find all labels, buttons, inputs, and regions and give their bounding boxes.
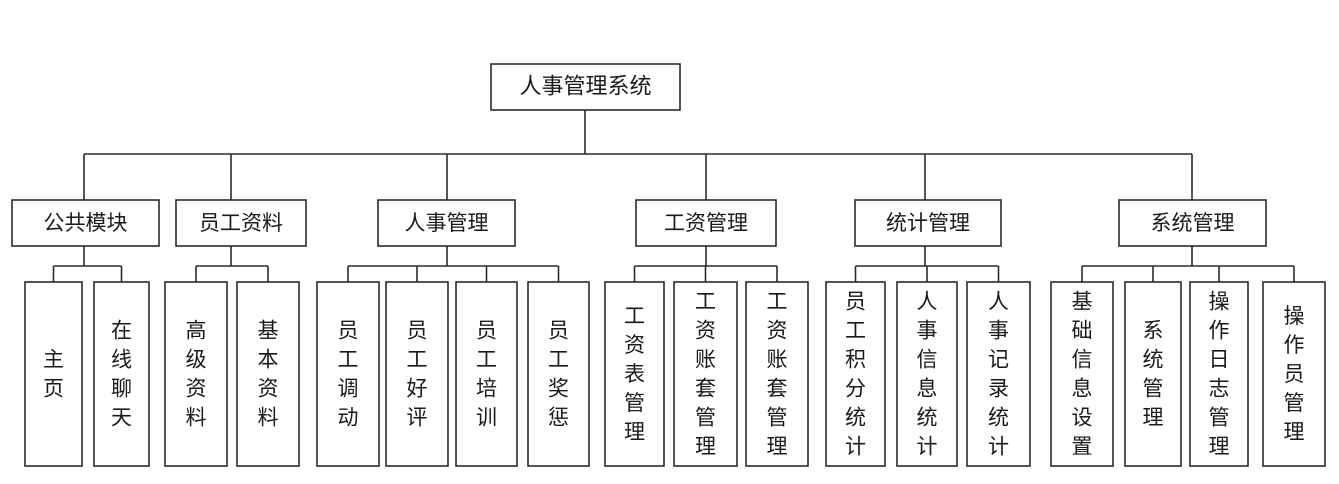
- leaf-box: [1189, 281, 1249, 467]
- leaf-label: 操作日志管理: [1209, 290, 1230, 459]
- leaf-box: [455, 281, 518, 467]
- module-box: [11, 199, 160, 247]
- leaf-box: [1050, 281, 1114, 467]
- leaf-label: 基本资料: [258, 319, 279, 430]
- module-label: 员工资料: [199, 211, 283, 235]
- leaf-label: 主页: [43, 348, 64, 401]
- leaf-label: 员工好评: [407, 319, 428, 430]
- root-box: [490, 63, 681, 111]
- root-label: 人事管理系统: [519, 75, 651, 100]
- module-label: 工资管理: [664, 211, 748, 235]
- leaf-label: 系统管理: [1143, 319, 1164, 430]
- leaf-box: [825, 281, 886, 467]
- leaf-label: 工资账套管理: [767, 290, 788, 459]
- leaf-label: 工资表管理: [624, 304, 645, 444]
- leaf-box: [236, 281, 300, 467]
- leaf-box: [673, 281, 738, 467]
- leaf-label: 高级资料: [186, 319, 207, 430]
- leaf-label: 人事记录统计: [988, 290, 1009, 459]
- leaf-box: [604, 281, 665, 467]
- leaf-label: 员工奖惩: [548, 319, 569, 430]
- leaf-box: [527, 281, 590, 467]
- module-box: [175, 199, 307, 247]
- leaf-box: [316, 281, 380, 467]
- module-label: 公共模块: [44, 211, 128, 235]
- leaf-box: [24, 281, 83, 467]
- leaf-label: 基础信息设置: [1072, 290, 1093, 459]
- module-label: 统计管理: [886, 211, 970, 235]
- module-label: 人事管理: [405, 211, 489, 235]
- leaf-label: 人事信息统计: [917, 290, 938, 459]
- leaf-box: [896, 281, 958, 467]
- leaf-label: 在线聊天: [111, 319, 132, 430]
- leaf-box: [93, 281, 150, 467]
- leaf-label: 员工积分统计: [845, 290, 866, 459]
- leaf-box: [1124, 281, 1182, 467]
- leaf-box: [966, 281, 1031, 467]
- leaf-box: [1262, 281, 1326, 467]
- leaf-box: [745, 281, 809, 467]
- module-label: 系统管理: [1151, 211, 1235, 235]
- module-box: [377, 199, 516, 247]
- leaf-label: 工资账套管理: [695, 290, 716, 459]
- module-box: [635, 199, 777, 247]
- module-box: [1118, 199, 1267, 247]
- leaf-box: [385, 281, 449, 467]
- leaf-box: [164, 281, 228, 467]
- leaf-label: 员工调动: [338, 319, 359, 430]
- leaf-label: 员工培训: [476, 319, 497, 430]
- module-box: [854, 199, 1002, 247]
- leaf-label: 操作员管理: [1284, 304, 1305, 444]
